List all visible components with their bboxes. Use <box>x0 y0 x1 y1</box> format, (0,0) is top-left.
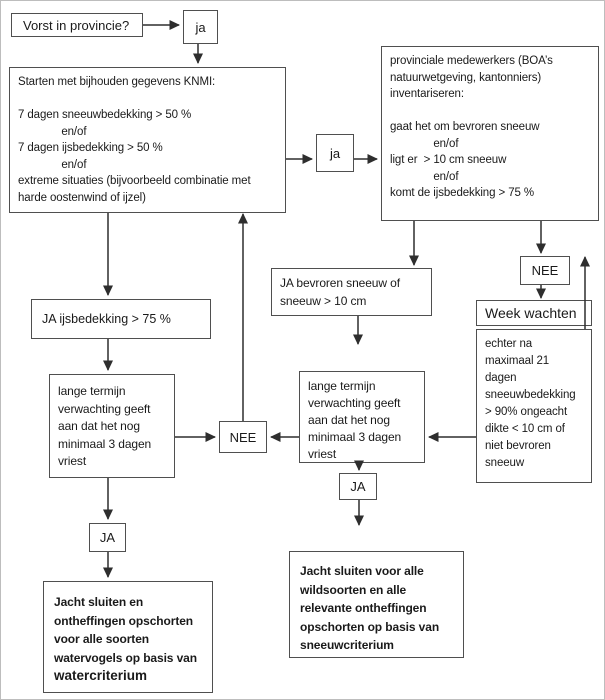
node-lange-termijn-links: lange termijn verwachting geeft aan dat … <box>49 374 175 478</box>
node-nee-midden: NEE <box>219 421 267 453</box>
node-label: JA <box>99 530 116 545</box>
node-text: JA bevroren sneeuw of sneeuw > 10 cm <box>280 276 400 308</box>
node-ja-ijsbedekking: JA ijsbedekking > 75 % <box>31 299 211 339</box>
node-text: Jacht sluiten voor alle wildsoorten en a… <box>300 564 440 652</box>
node-label: NEE <box>229 429 257 445</box>
node-text: provinciale medewerkers (BOA’s natuurwet… <box>390 55 553 199</box>
node-jacht-sluiten-watercriterium: Jacht sluiten en ontheffingen opschorten… <box>43 581 213 693</box>
node-ja-onder-lange-termijn: JA <box>339 473 377 500</box>
node-knmi-gegevens: Starten met bijhouden gegevens KNMI: 7 d… <box>9 67 286 213</box>
node-label: JA <box>350 479 366 494</box>
node-text: Starten met bijhouden gegevens KNMI: 7 d… <box>18 76 251 204</box>
node-text: lange termijn verwachting geeft aan dat … <box>308 379 402 461</box>
node-label: Vorst in provincie? <box>23 17 130 33</box>
node-text: Jacht sluiten en ontheffingen opschorten… <box>54 595 197 665</box>
node-nee-rechts: NEE <box>520 256 570 285</box>
node-provinciale-medewerkers: provinciale medewerkers (BOA’s natuurwet… <box>381 46 599 221</box>
node-label: ja <box>195 19 206 35</box>
node-vorst-in-provincie: Vorst in provincie? <box>11 13 143 37</box>
node-ja-links: JA <box>89 523 126 552</box>
node-jacht-sluiten-sneeuwcriterium: Jacht sluiten voor alle wildsoorten en a… <box>289 551 464 658</box>
node-text-strong: watercriterium <box>54 668 148 683</box>
node-ja-top: ja <box>183 10 218 44</box>
node-text: echter na maximaal 21 dagen sneeuwbedekk… <box>485 338 576 469</box>
node-ja-bevroren-sneeuw: JA bevroren sneeuw of sneeuw > 10 cm <box>271 268 432 316</box>
node-ja-mid: ja <box>316 134 354 172</box>
node-lange-termijn-rechts: lange termijn verwachting geeft aan dat … <box>299 371 425 463</box>
node-echter-toelichting: echter na maximaal 21 dagen sneeuwbedekk… <box>476 329 592 483</box>
node-text: lange termijn verwachting geeft aan dat … <box>58 384 152 468</box>
node-label: ja <box>329 145 341 161</box>
node-label: Week wachten <box>485 305 577 321</box>
node-label: NEE <box>531 263 559 278</box>
node-label: JA ijsbedekking > 75 % <box>42 312 171 326</box>
node-week-wachten: Week wachten <box>476 300 592 326</box>
